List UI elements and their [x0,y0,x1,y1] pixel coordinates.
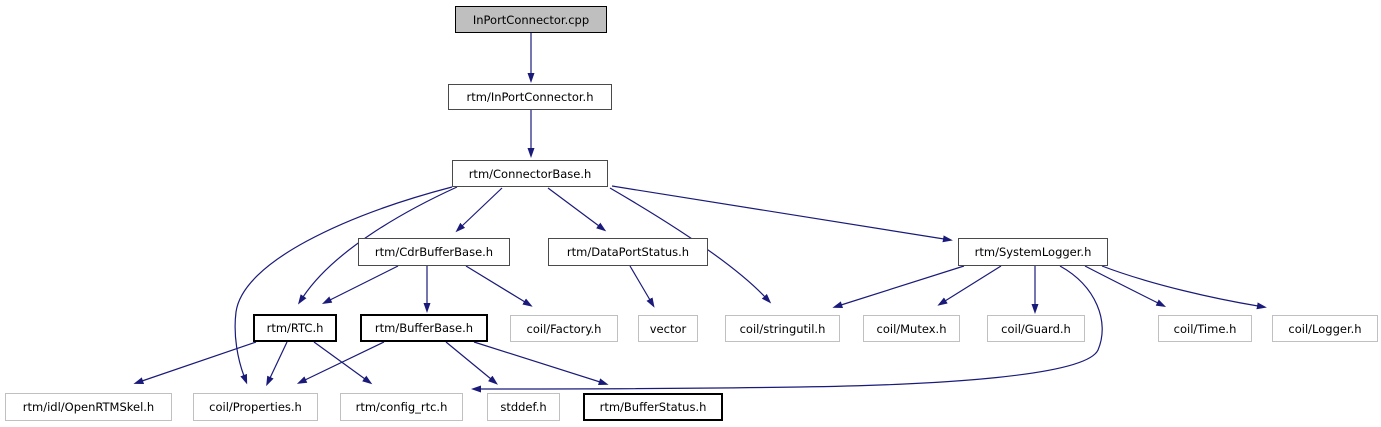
edge-rtc-h-to-openrtmskel-h [133,341,257,384]
edge-systemlogger-h-to-logger-h [1101,265,1267,310]
edge-connectorbase-h-to-cdrbufferbase-h [455,187,503,233]
node-label: rtm/DataPortStatus.h [566,245,690,259]
node-label: rtm/ConnectorBase.h [468,166,592,181]
node-openrtmskel-h: rtm/idl/OpenRTMSkel.h [5,393,172,421]
edge-rtc-h-to-config-rtc-h [313,341,373,385]
node-label: coil/Factory.h [526,321,602,336]
node-inportconnector-h[interactable]: rtm/InPortConnector.h [448,84,612,110]
edge-cdrbufferbase-h-to-rtc-h [321,265,399,305]
node-bufferbase-h[interactable]: rtm/BufferBase.h [360,314,488,342]
edge-dataportstatus-h-to-vector [629,265,655,308]
node-label: rtm/RTC.h [266,321,324,335]
node-config-rtc-h: rtm/config_rtc.h [340,393,463,421]
node-systemlogger-h[interactable]: rtm/SystemLogger.h [958,238,1108,266]
edge-rtc-h-to-properties-h [266,341,288,387]
node-label: coil/Time.h [1173,321,1237,336]
edge-systemlogger-h-to-mutex-h [937,265,1002,306]
edge-connectorbase-h-to-rtc-h [298,186,458,305]
edge-connectorbase-h-to-properties-h [234,186,453,385]
node-label: rtm/CdrBufferBase.h [374,245,494,259]
node-stddef-h: stddef.h [487,393,560,421]
node-vector: vector [638,315,698,342]
node-label: coil/Logger.h [1288,321,1362,336]
node-rtc-h[interactable]: rtm/RTC.h [253,314,337,342]
node-label: rtm/SystemLogger.h [974,245,1092,259]
node-label: coil/Guard.h [1001,321,1071,336]
node-connectorbase-h[interactable]: rtm/ConnectorBase.h [452,160,608,187]
node-inportconnector-cpp: InPortConnector.cpp [455,6,607,33]
node-stringutil-h: coil/stringutil.h [725,315,840,342]
node-label: rtm/config_rtc.h [355,400,448,414]
node-label: rtm/BufferStatus.h [599,400,707,414]
node-factory-h: coil/Factory.h [510,315,618,342]
edge-systemlogger-h-to-stringutil-h [832,265,965,309]
node-label: vector [649,321,687,336]
node-properties-h: coil/Properties.h [193,393,318,421]
edge-systemlogger-h-to-config-rtc-h [471,265,1103,393]
node-label: rtm/BufferBase.h [374,321,474,335]
node-label: coil/Properties.h [209,400,302,414]
edge-systemlogger-h-to-time-h [1084,265,1167,308]
node-logger-h: coil/Logger.h [1272,315,1378,342]
edge-bufferbase-h-to-properties-h [296,341,385,384]
node-label: rtm/InPortConnector.h [466,90,594,104]
node-guard-h: coil/Guard.h [987,315,1085,342]
node-mutex-h: coil/Mutex.h [863,315,960,342]
node-label: InPortConnector.cpp [472,12,590,27]
node-label: stddef.h [500,400,547,414]
node-label: coil/Mutex.h [876,321,947,336]
node-time-h: coil/Time.h [1158,315,1252,342]
edge-connectorbase-h-to-dataportstatus-h [547,187,607,232]
edge-cdrbufferbase-h-to-factory-h [465,265,533,307]
edge-bufferbase-h-to-stddef-h [445,341,498,385]
node-label: coil/stringutil.h [739,321,826,336]
node-label: rtm/idl/OpenRTMSkel.h [22,400,155,414]
node-cdrbufferbase-h[interactable]: rtm/CdrBufferBase.h [358,238,510,266]
node-bufferstatus-h[interactable]: rtm/BufferStatus.h [583,393,723,421]
edge-connectorbase-h-to-systemlogger-h [611,185,953,243]
edge-bufferbase-h-to-bufferstatus-h [473,341,609,386]
node-dataportstatus-h[interactable]: rtm/DataPortStatus.h [548,238,708,266]
